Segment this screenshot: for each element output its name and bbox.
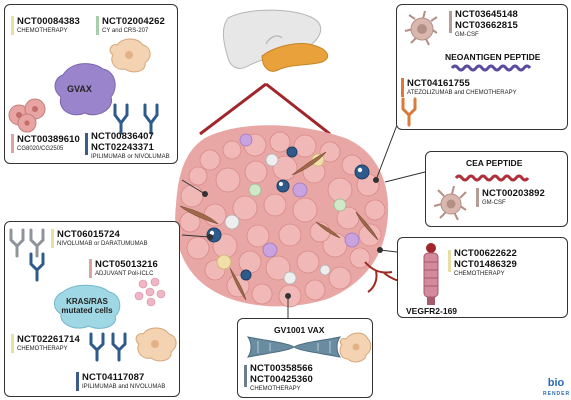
trial-sub-chemotherapy: CHEMOTHERAPY [454, 271, 505, 277]
trial-id-nct02004262: NCT02004262 [102, 16, 165, 27]
trial-sub-ipilimumab-nivolumab: IPILIMUMAB or NIVOLUMAB [91, 154, 170, 160]
panel-cea-art [433, 174, 530, 221]
panel-gvax: NCT00084383 CHEMOTHERAPY NCT02004262 CY … [4, 4, 178, 164]
trial-id-nct00389610: NCT00389610 [17, 134, 80, 145]
gvax-label: GVAX [67, 84, 92, 94]
dendritic-cell-icon [135, 327, 177, 362]
trial-id-nct03662815: NCT03662815 [455, 20, 518, 31]
connector-lines [181, 124, 426, 318]
dendritic-cell-icon [339, 332, 372, 363]
trial-id-nct00084383: NCT00084383 [17, 16, 80, 27]
panel-gv1001: GV1001 VAX NCT00358566 NCT00425360 CHEMO… [237, 318, 373, 398]
trial-sub-atezolizumab: ATEZOLIZUMAB and CHEMOTHERAPY [407, 90, 517, 96]
trial-bar-green [96, 16, 99, 35]
trial-id-nct03645148: NCT03645148 [455, 9, 518, 20]
antibody-icon [29, 252, 45, 282]
organ-link-left [199, 82, 267, 136]
panel-kras: NCT06015724 NIVOLUMAB or DARATUMUMAB NCT… [4, 221, 180, 397]
trial-sub-nivolumab-daratumumab: NIVOLUMAB or DARATUMUMAB [57, 241, 148, 247]
panel-gv1001-art [246, 332, 372, 363]
panel-neoantigen-art [401, 10, 532, 127]
trial-id-nct00622622: NCT00622622 [454, 248, 517, 259]
kras-ras-label: KRAS/RAS mutated cells [57, 297, 117, 315]
gvax-cell-icon [54, 63, 116, 116]
kras-label-line-2: mutated cells [61, 306, 113, 315]
trial-bar-navy [85, 133, 88, 155]
trial-bar-yellow [11, 334, 14, 353]
trial-bar-yellow [448, 250, 451, 272]
trial-id-nct04161755: NCT04161755 [407, 78, 470, 89]
panel-gvax-art [8, 38, 159, 135]
trial-bar-slate [244, 365, 247, 387]
panel-vegfr2: NCT00622622 NCT01486329 CHEMOTHERAPY VEG… [397, 237, 568, 318]
trial-id-nct00358566: NCT00358566 [250, 363, 313, 374]
kras-label-line-1: KRAS/RAS [66, 297, 108, 306]
dendritic-cell-icon [433, 185, 467, 221]
tumor-mass [175, 125, 403, 308]
trial-id-nct00425360: NCT00425360 [250, 374, 313, 385]
trial-id-nct04117087: NCT04117087 [82, 372, 145, 383]
trial-id-nct02261714: NCT02261714 [17, 334, 80, 345]
cea-peptide-heading: CEA PEPTIDE [466, 158, 523, 168]
trial-sub-gm-csf: GM-CSF [455, 32, 479, 38]
trial-sub-chemotherapy: CHEMOTHERAPY [17, 346, 68, 352]
poli-iclc-particles-icon [134, 277, 166, 307]
trial-id-nct00203892: NCT00203892 [482, 188, 545, 199]
antibody-icon [9, 228, 45, 258]
neoantigen-peptide-heading: NEOANTIGEN PEPTIDE [445, 52, 541, 62]
dendritic-cell-icon [404, 10, 438, 46]
tumor-cell-cluster-icon [8, 98, 46, 133]
trial-bar-navy [76, 372, 79, 391]
trial-bar-yellow [11, 16, 14, 35]
panel-cea-peptide: CEA PEPTIDE NCT00203892 GM-CSF [425, 151, 568, 227]
antibody-icon [401, 97, 417, 127]
organ-link-right [265, 82, 331, 136]
trial-sub-cg8020: CG8020/CG2505 [17, 146, 64, 152]
trial-sub-gm-csf: GM-CSF [482, 200, 506, 206]
cea-peptide-icon [454, 174, 530, 182]
trial-bar-pink [89, 259, 92, 278]
panel-kras-art [9, 228, 177, 362]
trial-bar-slate [449, 11, 452, 33]
kras-mutated-cell-icon [54, 284, 121, 329]
trial-sub-chemotherapy: CHEMOTHERAPY [250, 386, 301, 392]
chromosome-icon [246, 336, 342, 358]
trial-sub-ipilimumab-and-nivolumab: IPILIMUMAB and NIVOLUMAB [82, 384, 166, 390]
antibody-icon [113, 103, 159, 135]
logo-line-2: RENDER [543, 391, 571, 397]
trial-bar-pink [11, 134, 14, 153]
trial-bar-orange [401, 78, 404, 97]
trial-sub-adjuvant-poli-iclc: ADJUVANT Poli-ICLC [95, 271, 154, 277]
neoantigen-peptide-icon [450, 64, 532, 72]
antibody-icon [89, 332, 127, 362]
trial-id-nct06015724: NCT06015724 [57, 229, 120, 240]
vegfr2-receptor-icon [423, 243, 439, 305]
gv1001-vax-heading: GV1001 VAX [274, 325, 325, 335]
panel-vegfr2-art [423, 243, 439, 305]
trial-id-nct00836407: NCT00836407 [91, 131, 154, 142]
logo-line-1: bio [547, 377, 565, 389]
trial-sub-chemotherapy: CHEMOTHERAPY [17, 28, 68, 34]
trial-sub-cy-crs207: CY and CRS-207 [102, 28, 149, 34]
trial-id-nct05013216: NCT05013216 [95, 259, 158, 270]
trial-bar-slate [476, 188, 479, 207]
trial-bar-yellow [51, 229, 54, 248]
panel-neoantigen: NCT03645148 NCT03662815 GM-CSF NEOANTIGE… [396, 4, 568, 130]
pancreas-organ-icon [222, 9, 329, 72]
biorender-logo: bio RENDER [543, 378, 569, 400]
trial-id-nct02243371: NCT02243371 [91, 142, 154, 153]
vegfr2-169-label: VEGFR2-169 [406, 306, 458, 316]
dendritic-cell-icon [109, 38, 151, 73]
trial-id-nct01486329: NCT01486329 [454, 259, 517, 270]
